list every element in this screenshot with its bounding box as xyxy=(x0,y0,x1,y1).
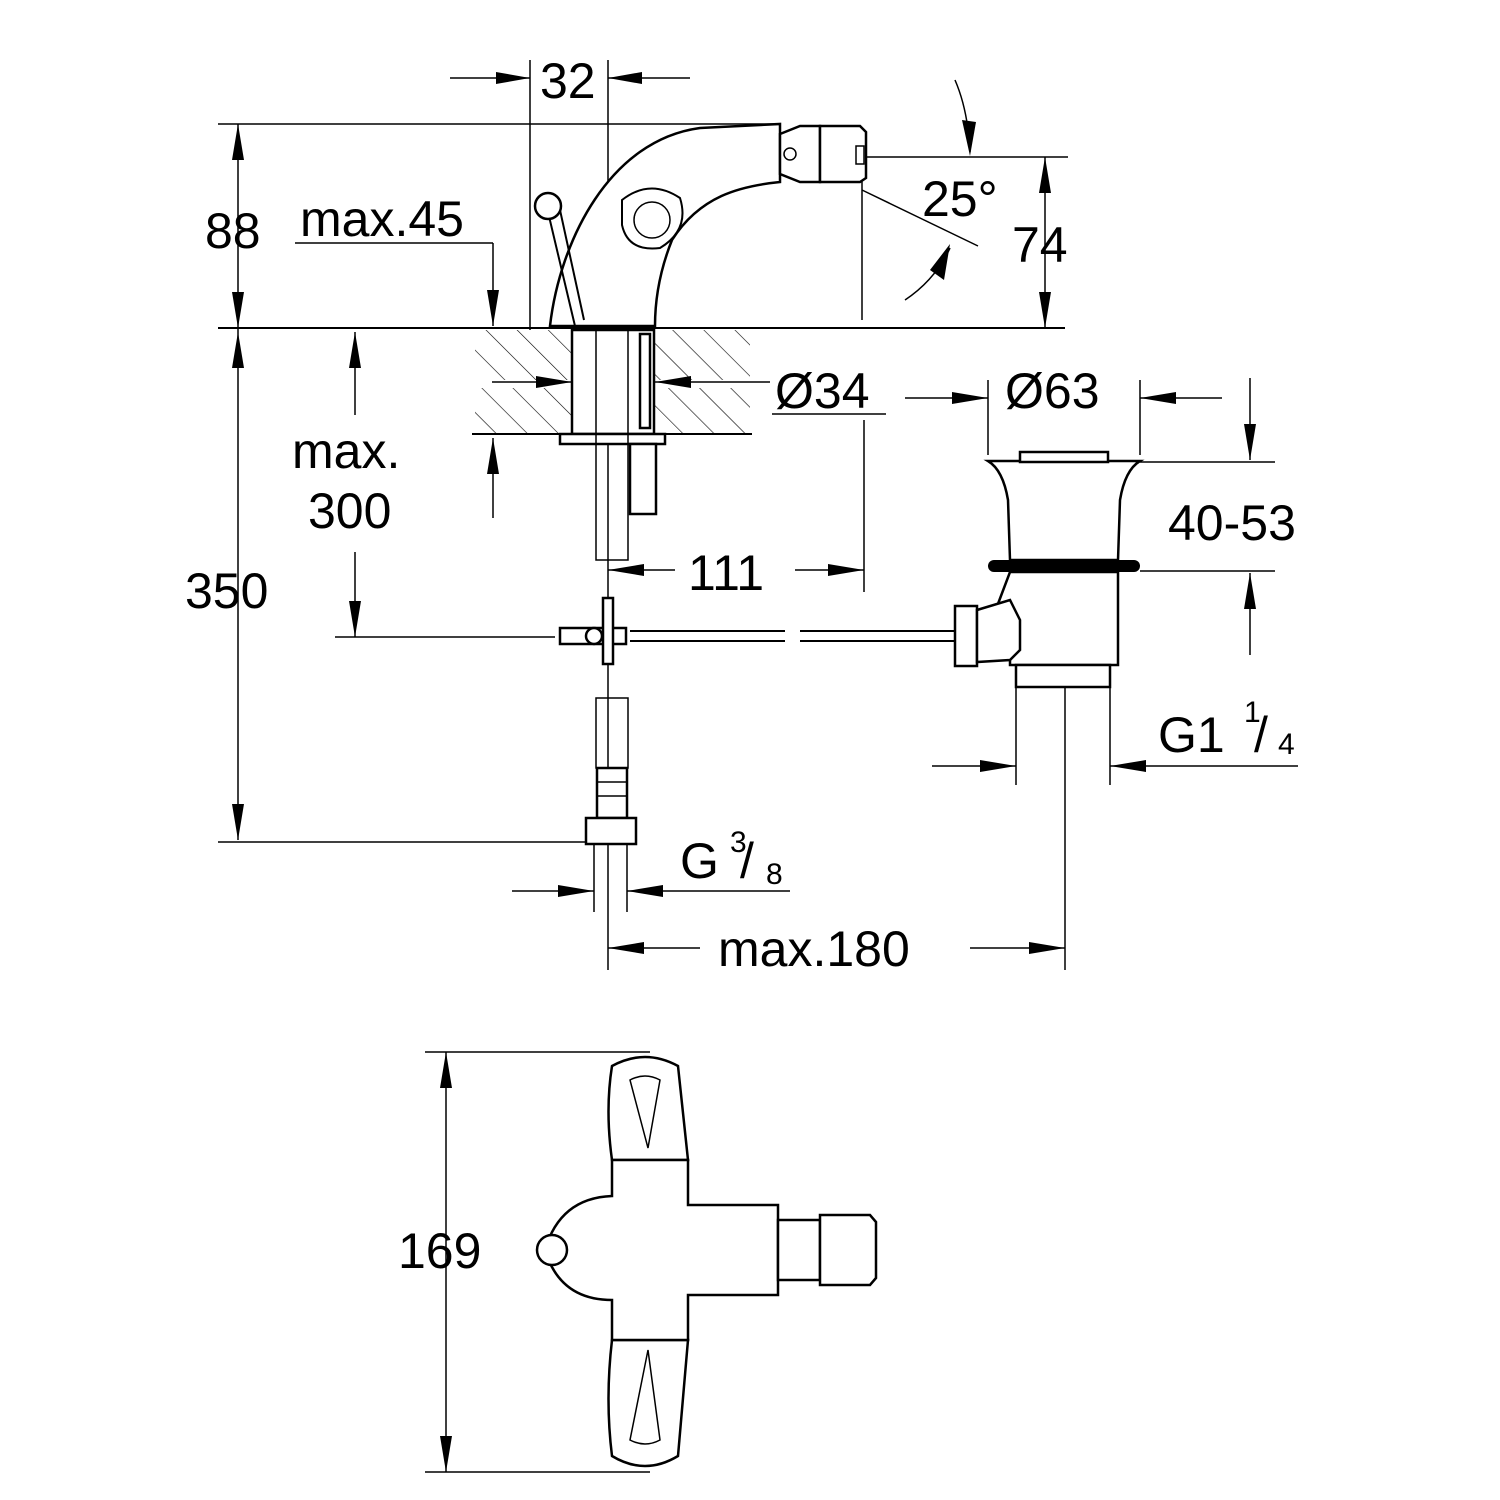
dim-g38-main: G xyxy=(680,833,719,889)
dim-max-300: 300 xyxy=(308,483,391,539)
dim-max-label: max. xyxy=(292,423,400,479)
dim-max180: max.180 xyxy=(718,921,910,977)
dim-350: 350 xyxy=(185,563,268,619)
deck-section xyxy=(472,328,752,561)
faucet-side-view xyxy=(533,122,868,328)
dim-angle-25: 25° xyxy=(922,171,998,227)
dim-diameter-34: Ø34 xyxy=(775,363,870,419)
dim-g1-main: G1 xyxy=(1158,707,1225,763)
pop-up-waste xyxy=(558,450,1145,689)
dim-g1-slash: / xyxy=(1254,707,1268,763)
dim-diameter-63: Ø63 xyxy=(1005,363,1100,419)
dim-74: 74 xyxy=(1012,217,1068,273)
dim-111: 111 xyxy=(688,545,764,601)
dim-g1-numerator: 1 xyxy=(1244,696,1261,729)
dimension-lines xyxy=(218,60,1298,970)
faucet-top-view xyxy=(425,1051,878,1473)
dim-g38-slash: / xyxy=(740,833,754,889)
dim-40-53: 40-53 xyxy=(1168,495,1296,551)
dim-88: 88 xyxy=(205,203,261,259)
dim-32: 32 xyxy=(540,53,596,109)
dim-max45: max.45 xyxy=(300,191,464,247)
dim-g38-denominator: 8 xyxy=(766,858,783,891)
dim-g38-numerator: 3 xyxy=(730,826,747,859)
dim-169: 169 xyxy=(398,1223,481,1279)
dim-g1-denominator: 4 xyxy=(1278,728,1295,761)
supply-hose xyxy=(584,697,638,846)
